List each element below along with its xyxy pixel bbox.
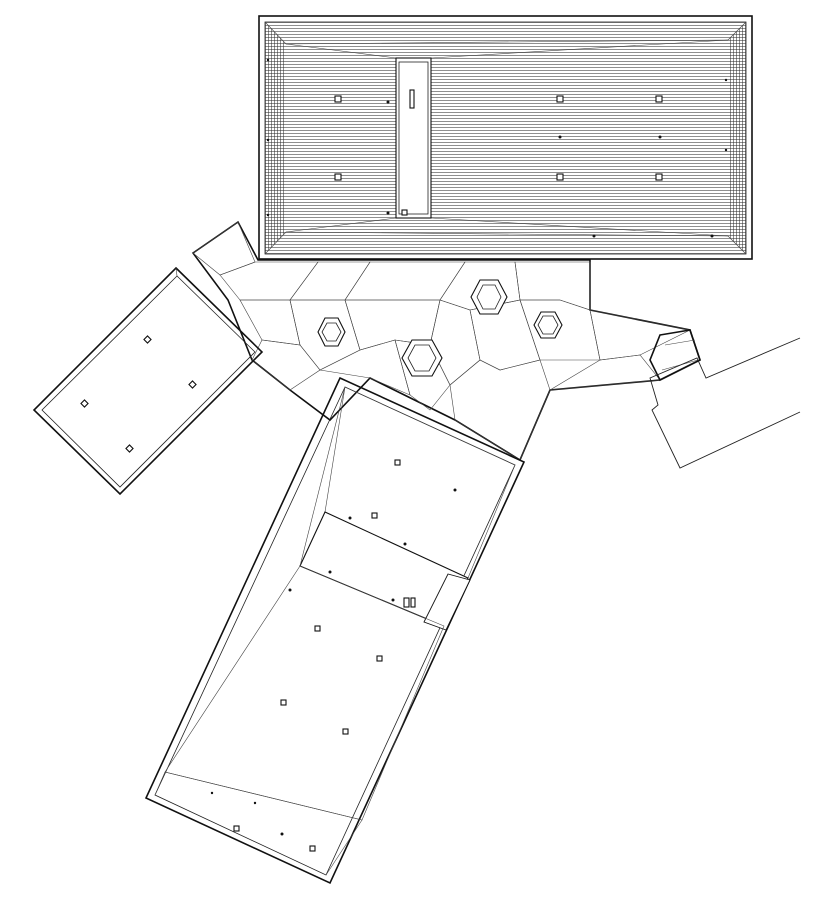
- roof-vent: [314, 625, 321, 632]
- roof-vent: [309, 845, 316, 852]
- roof-vent: [125, 444, 134, 453]
- north-roof-outer: [258, 15, 753, 260]
- east-existing-building-outline: [649, 337, 801, 469]
- roof-vent: [556, 173, 564, 181]
- south-roof-inner: [154, 386, 516, 876]
- hex-skylight: [533, 311, 563, 339]
- roof-vent: [655, 173, 663, 181]
- west-roof-outer: [32, 266, 264, 496]
- north-roof-block: [258, 15, 753, 260]
- facet: [319, 339, 411, 396]
- west-roof-inner: [41, 275, 256, 488]
- facet: [429, 299, 481, 386]
- roof-vent: [376, 655, 383, 662]
- north-roof-field-main: [265, 22, 746, 254]
- north-valley-line: [285, 231, 729, 237]
- facet: [514, 261, 591, 311]
- roof-vent: [280, 699, 287, 706]
- west-roof-block: [32, 266, 264, 496]
- south-roof-block: [144, 376, 526, 885]
- roof-vent: [655, 95, 663, 103]
- east-building-line: [649, 337, 801, 469]
- facet: [449, 359, 551, 461]
- roof-vent: [556, 95, 564, 103]
- rooftop-equipment: [403, 597, 410, 608]
- hex-skylight: [401, 339, 443, 377]
- north-central-skylight: [395, 57, 432, 219]
- central-faceted-roof: [191, 220, 701, 462]
- south-roof-outer: [144, 376, 526, 885]
- facet: [344, 261, 466, 301]
- facet: [519, 299, 601, 361]
- courtyard-side-strip: [423, 573, 471, 631]
- roof-vent: [80, 399, 89, 408]
- roof-vent: [371, 512, 378, 519]
- facet: [289, 261, 371, 301]
- skylight-vent-slot: [409, 89, 415, 109]
- roof-vent: [394, 459, 401, 466]
- facet: [219, 261, 319, 301]
- roof-vent: [334, 173, 342, 181]
- roof-vent: [188, 380, 197, 389]
- facet: [589, 309, 691, 361]
- east-connector-roof: [649, 329, 701, 382]
- roof-vent: [233, 825, 240, 832]
- roof-vent: [342, 728, 349, 735]
- hex-skylight: [470, 279, 508, 315]
- hex-skylight: [317, 317, 346, 347]
- north-roof-hip-right: [728, 22, 746, 254]
- roof-vent: [143, 335, 152, 344]
- facet: [192, 221, 256, 276]
- roof-vent: [334, 95, 342, 103]
- north-roof-hip-left: [265, 22, 286, 254]
- north-ridge-line: [285, 39, 729, 45]
- facet: [251, 339, 321, 391]
